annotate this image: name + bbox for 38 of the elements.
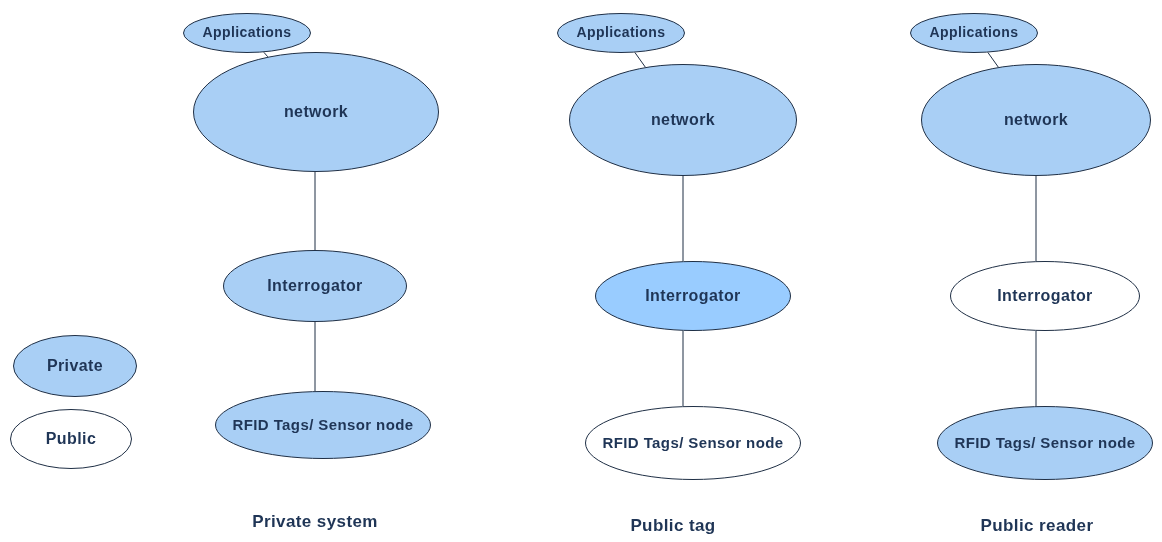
legend-label: Private: [46, 356, 104, 376]
column-caption: Public reader: [980, 515, 1094, 538]
ellipse-node: [921, 64, 1151, 176]
node-label: Applications: [929, 24, 1019, 42]
ellipse-node: [193, 52, 439, 172]
connector-line: [1035, 330, 1037, 407]
ellipse-node: [910, 13, 1038, 53]
connector-line: [263, 51, 269, 58]
ellipse-node: [937, 406, 1153, 480]
node-label: network: [283, 102, 349, 122]
column-caption: Public tag: [630, 515, 716, 538]
connector-line: [1035, 175, 1037, 262]
node-label: network: [650, 110, 716, 130]
node-label: network: [1003, 110, 1069, 130]
ellipse-node: [569, 64, 797, 176]
ellipse-node: [215, 391, 431, 459]
ellipse-node: [183, 13, 311, 53]
connector-line: [682, 330, 684, 407]
node-label: RFID Tags/ Sensor node: [232, 415, 414, 435]
column-caption: Private system: [252, 511, 378, 534]
ellipse-node: [557, 13, 685, 53]
node-label: Interrogator: [997, 286, 1093, 306]
node-label: Applications: [202, 24, 292, 42]
ellipse-node: [950, 261, 1140, 331]
connector-line: [314, 321, 316, 392]
legend-label: Public: [45, 429, 97, 449]
node-label: Interrogator: [267, 276, 363, 296]
ellipse-node: [223, 250, 407, 322]
node-label: RFID Tags/ Sensor node: [954, 433, 1136, 453]
connector-line: [987, 52, 999, 68]
node-label: Interrogator: [645, 286, 741, 306]
connector-line: [314, 171, 316, 251]
connector-line: [682, 175, 684, 262]
ellipse-node: [595, 261, 791, 331]
node-label: RFID Tags/ Sensor node: [602, 433, 784, 453]
node-label: Applications: [576, 24, 666, 42]
ellipse-node: [585, 406, 801, 480]
connector-line: [634, 52, 646, 68]
